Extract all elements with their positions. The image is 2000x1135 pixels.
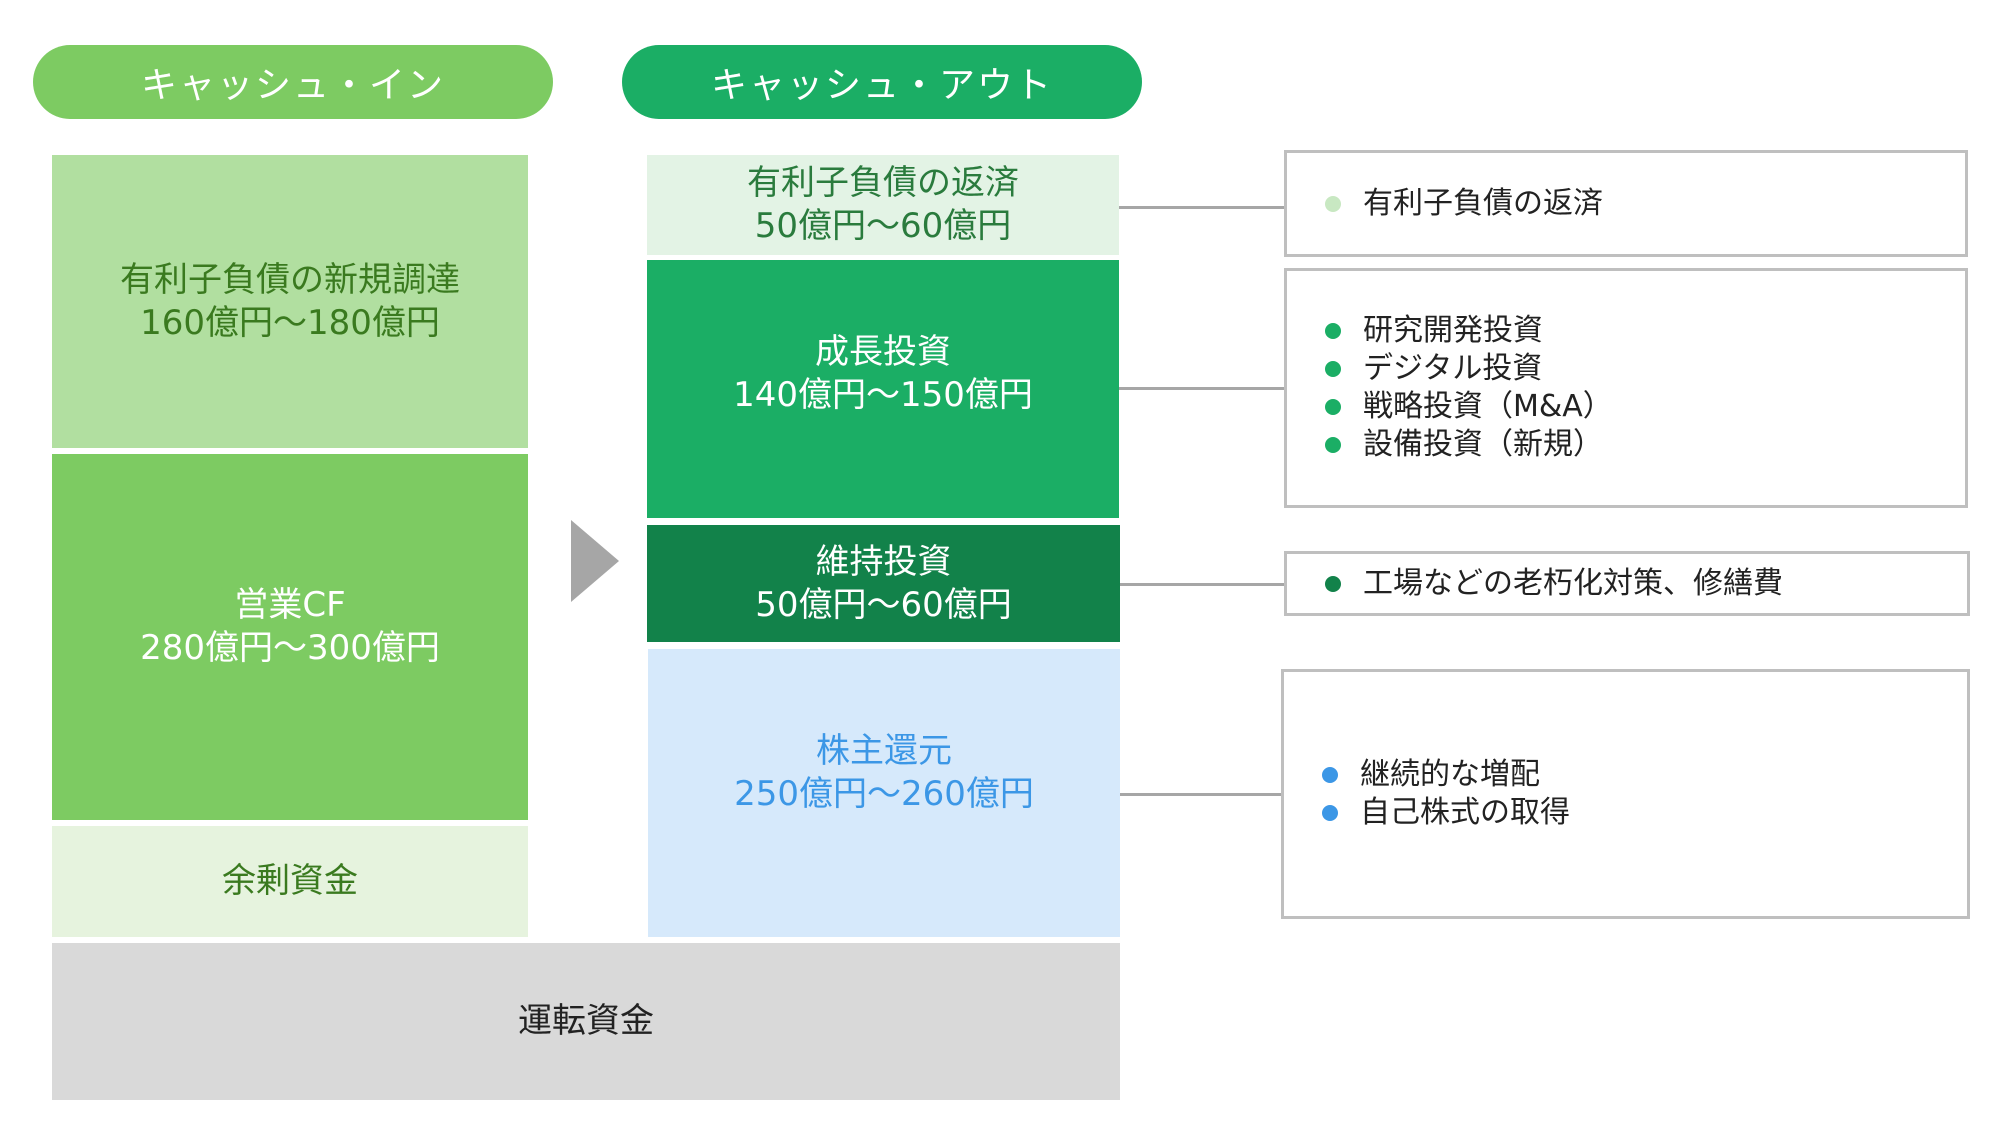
- growth-investment-block: 成長投資 140億円～150億円: [647, 260, 1119, 518]
- list-item-label: 工場などの老朽化対策、修繕費: [1363, 565, 1783, 601]
- connector-maintenance-investment: [1120, 583, 1285, 586]
- cash-out-header: キャッシュ・アウト: [622, 45, 1142, 119]
- surplus-funds-label: 余剰資金: [222, 861, 358, 901]
- maintenance-investment-label: 維持投資: [815, 541, 952, 582]
- shareholder-returns-detail-box: 継続的な増配 自己株式の取得: [1281, 669, 1970, 919]
- debt-repayment-label: 有利子負債の返済: [747, 163, 1019, 203]
- list-item-label: 設備投資（新規）: [1363, 427, 1603, 462]
- list-item-label: 戦略投資（M&A）: [1363, 389, 1613, 424]
- list-item: 研究開発投資: [1325, 312, 1965, 350]
- shareholder-returns-label: 株主還元: [816, 731, 952, 771]
- list-item: 継続的な増配: [1322, 756, 1967, 794]
- maintenance-investment-detail-box: 工場などの老朽化対策、修繕費: [1284, 551, 1970, 616]
- bullet-dot-icon: [1322, 767, 1338, 783]
- bullet-dot-icon: [1325, 399, 1341, 415]
- operating-cf-block: 営業CF 280億円～300億円: [52, 454, 528, 820]
- flow-arrow-icon: [571, 520, 619, 602]
- maintenance-investment-block: 維持投資 50億円～60億円: [647, 525, 1120, 642]
- list-item: 有利子負債の返済: [1325, 185, 1965, 223]
- bullet-dot-icon: [1325, 437, 1341, 453]
- bullet-dot-icon: [1325, 323, 1341, 339]
- surplus-funds-block: 余剰資金: [52, 826, 528, 937]
- growth-investment-detail-box: 研究開発投資 デジタル投資 戦略投資（M&A） 設備投資（新規）: [1284, 268, 1968, 508]
- shareholder-returns-amount: 250億円～260億円: [734, 774, 1034, 814]
- working-capital-label: 運転資金: [518, 1001, 654, 1041]
- list-item: 自己株式の取得: [1322, 794, 1967, 832]
- working-capital-block: 運転資金: [52, 943, 1120, 1100]
- debt-financing-block: 有利子負債の新規調達 160億円～180億円: [52, 155, 528, 448]
- growth-investment-label: 成長投資: [815, 332, 951, 372]
- list-item-label: 自己株式の取得: [1360, 795, 1570, 830]
- list-item: デジタル投資: [1325, 350, 1965, 388]
- debt-financing-amount: 160億円～180億円: [140, 302, 440, 343]
- list-item: 戦略投資（M&A）: [1325, 388, 1965, 426]
- maintenance-investment-amount: 50億円～60億円: [755, 584, 1012, 625]
- shareholder-returns-block: 株主還元 250億円～260億円: [648, 649, 1120, 937]
- debt-repayment-amount: 50億円～60億円: [754, 206, 1012, 246]
- bullet-dot-icon: [1325, 575, 1341, 592]
- growth-investment-amount: 140億円～150億円: [733, 375, 1033, 415]
- cash-in-header: キャッシュ・イン: [33, 45, 553, 119]
- bullet-dot-icon: [1325, 195, 1341, 212]
- connector-debt-repayment: [1119, 206, 1284, 209]
- debt-repayment-block: 有利子負債の返済 50億円～60億円: [647, 155, 1119, 255]
- bullet-dot-icon: [1325, 361, 1341, 377]
- debt-repayment-detail-box: 有利子負債の返済: [1284, 150, 1968, 257]
- list-item: 工場などの老朽化対策、修繕費: [1325, 565, 1967, 603]
- list-item-label: 継続的な増配: [1360, 757, 1540, 792]
- operating-cf-label: 営業CF: [234, 585, 346, 625]
- connector-shareholder-returns: [1120, 793, 1283, 796]
- list-item-label: 研究開発投資: [1363, 313, 1543, 348]
- list-item-label: デジタル投資: [1363, 351, 1543, 386]
- list-item: 設備投資（新規）: [1325, 426, 1965, 464]
- debt-financing-label: 有利子負債の新規調達: [120, 259, 460, 300]
- bullet-dot-icon: [1322, 805, 1338, 821]
- list-item-label: 有利子負債の返済: [1363, 185, 1603, 221]
- connector-growth-investment: [1119, 387, 1284, 390]
- operating-cf-amount: 280億円～300億円: [140, 628, 440, 668]
